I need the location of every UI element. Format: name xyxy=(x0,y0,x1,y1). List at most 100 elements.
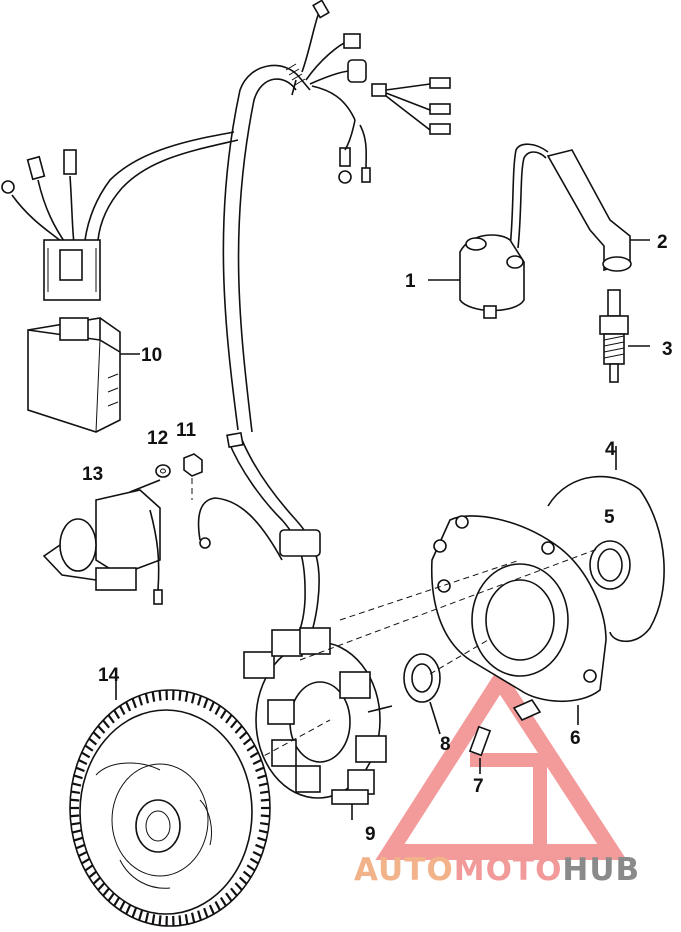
flywheel-tooth xyxy=(97,882,106,891)
flywheel xyxy=(69,680,271,927)
flywheel-tooth xyxy=(92,876,102,885)
flywheel-tooth xyxy=(107,714,115,724)
flywheel-tooth xyxy=(125,701,132,712)
flywheel-tooth xyxy=(219,709,227,720)
stator-lead xyxy=(226,431,321,641)
flywheel-tooth xyxy=(230,719,238,729)
flywheel-tooth xyxy=(242,870,252,879)
flywheel-tooth xyxy=(197,910,202,921)
flywheel-tooth xyxy=(107,892,115,902)
flywheel-tooth xyxy=(190,693,196,704)
flywheel-tooth xyxy=(97,725,106,734)
watermark-text: AUTOMOTOHUB xyxy=(354,852,639,888)
flywheel-tooth xyxy=(84,744,94,752)
flywheel-tooth xyxy=(178,915,182,926)
flywheel-tooth xyxy=(238,876,248,885)
flywheel-tooth xyxy=(230,887,238,897)
callout-1: 1 xyxy=(405,271,416,292)
flywheel-tooth xyxy=(158,690,162,701)
flywheel-tooth xyxy=(225,714,233,724)
flywheel-tooth xyxy=(78,850,88,857)
flywheel-tooth xyxy=(113,709,121,720)
nut xyxy=(183,453,203,500)
callout-labels: 1 2 3 4 5 6 7 8 9 10 11 12 13 14 xyxy=(82,232,673,845)
callout-2: 2 xyxy=(657,232,668,253)
callout-8: 8 xyxy=(440,734,451,755)
flywheel-tooth xyxy=(246,744,256,752)
flywheel-tooth xyxy=(178,690,182,701)
flywheel-tooth xyxy=(208,904,215,915)
flywheel-tooth xyxy=(88,737,98,746)
stator-housing xyxy=(430,515,607,725)
flywheel-tooth xyxy=(138,695,143,706)
flywheel-tooth xyxy=(70,790,81,795)
flywheel-tooth xyxy=(84,864,94,872)
flywheel-tooth xyxy=(184,914,189,925)
flywheel-tooth xyxy=(113,896,121,907)
flywheel-tooth xyxy=(71,829,82,834)
flywheel-tooth xyxy=(144,912,150,923)
callout-11: 11 xyxy=(176,420,197,441)
flywheel-tooth xyxy=(184,691,189,702)
o-ring xyxy=(403,653,441,735)
flywheel-tooth xyxy=(242,737,252,746)
callout-3: 3 xyxy=(662,339,673,360)
flywheel-tooth xyxy=(151,914,156,925)
washer xyxy=(155,464,171,478)
callout-4: 4 xyxy=(605,439,616,460)
spark-plug-cap xyxy=(546,149,650,272)
flywheel-tooth xyxy=(234,725,243,734)
flywheel-tooth xyxy=(102,719,110,729)
flywheel-tooth xyxy=(260,798,270,802)
flywheel-tooth xyxy=(249,857,259,865)
oil-seal xyxy=(589,540,631,590)
flywheel-tooth xyxy=(214,705,221,715)
spark-plug xyxy=(599,289,650,383)
flywheel-tooth xyxy=(257,774,267,780)
flywheel-tooth xyxy=(144,693,150,704)
flywheel-tooth xyxy=(260,814,270,818)
flywheel-tooth xyxy=(259,790,270,795)
flywheel-tooth xyxy=(246,864,256,872)
flywheel-tooth xyxy=(131,698,137,709)
bolt xyxy=(468,698,542,774)
callout-12: 12 xyxy=(147,428,168,449)
flywheel-tooth xyxy=(131,907,137,918)
flywheel-tooth xyxy=(252,759,262,766)
callout-6: 6 xyxy=(570,728,581,749)
flywheel-tooth xyxy=(249,751,259,759)
flywheel-tooth xyxy=(70,798,80,802)
starter-relay xyxy=(42,479,163,605)
flywheel-tooth xyxy=(234,882,243,891)
flywheel-tooth xyxy=(151,691,156,702)
flywheel-tooth xyxy=(258,829,269,834)
flywheel-tooth xyxy=(258,782,269,787)
callout-14: 14 xyxy=(98,665,120,686)
flywheel-tooth xyxy=(214,901,221,911)
flywheel-tooth xyxy=(71,782,82,787)
flywheel-tooth xyxy=(102,887,110,897)
callout-13: 13 xyxy=(82,464,103,485)
callout-5: 5 xyxy=(604,507,615,528)
flywheel-tooth xyxy=(158,915,162,926)
flywheel-tooth xyxy=(78,759,88,766)
flywheel-tooth xyxy=(257,836,267,842)
harness-coil-wrap xyxy=(285,63,306,86)
watermark-triangle-logo xyxy=(375,665,627,860)
flywheel-tooth xyxy=(70,814,80,818)
flywheel-tooth xyxy=(81,751,91,759)
flywheel-tooth xyxy=(92,731,102,740)
callout-9: 9 xyxy=(365,824,376,845)
flywheel-tooth xyxy=(75,843,85,850)
stator xyxy=(243,627,393,820)
flywheel-tooth xyxy=(190,912,196,923)
flywheel-tooth xyxy=(73,774,83,780)
rectifier-wire-connectors xyxy=(1,149,101,301)
flywheel-tooth xyxy=(255,843,265,850)
flywheel-tooth xyxy=(70,821,81,826)
rectifier-regulator xyxy=(27,317,140,433)
gasket xyxy=(547,446,665,643)
ignition-coil xyxy=(428,143,549,319)
flywheel-tooth xyxy=(73,836,83,842)
